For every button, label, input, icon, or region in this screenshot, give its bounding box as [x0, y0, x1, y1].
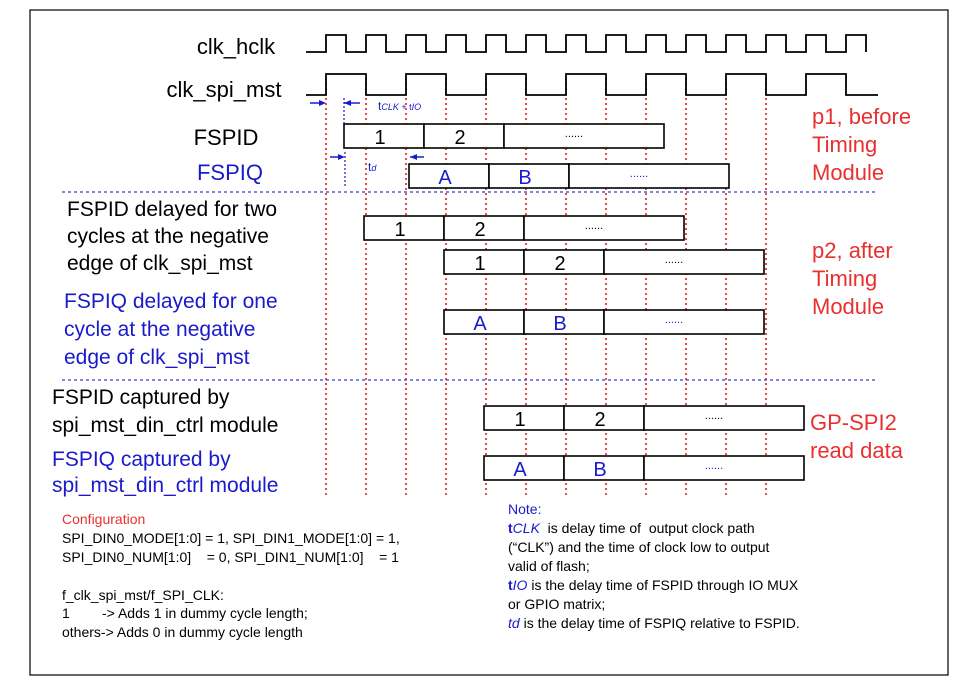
configuration-title: Configuration — [62, 511, 145, 527]
gpspi2-line-1: GP-SPI2 — [810, 410, 897, 435]
fspiq-label: FSPIQ — [197, 160, 263, 185]
data-cell-label: 2 — [454, 127, 465, 149]
data-cell — [408, 163, 490, 189]
data-cell — [483, 455, 565, 481]
gpspi2-section-label: GP-SPI2 read data — [810, 410, 904, 463]
data-cell-ellipsis: ...... — [665, 254, 683, 266]
data-cell — [563, 455, 645, 481]
td-annotation: td — [330, 152, 424, 186]
clk-hclk-waveform — [306, 34, 867, 53]
note-block: Note: tCLK is delay time of output clock… — [508, 501, 800, 631]
fspid-delayed-line-1: FSPID delayed for two — [67, 198, 277, 221]
section-separators — [62, 191, 878, 381]
fspiq-captured-row: A B...... — [483, 455, 805, 481]
fspiq-captured-label: FSPIQ captured by spi_mst_din_ctrl modul… — [52, 448, 278, 497]
fspid-delayed-label: FSPID delayed for two cycles at the nega… — [67, 198, 277, 275]
data-cell-label: A — [473, 313, 487, 335]
data-cell — [523, 309, 605, 335]
fspid-p1-row: 1 2...... — [343, 123, 665, 149]
p1-line-1: p1, before — [812, 104, 911, 129]
note-tclk-line-2: (“CLK”) and the time of clock low to out… — [508, 539, 770, 555]
p1-section-label: p1, before Timing Module — [812, 104, 911, 185]
p2-section-label: p2, after Timing Module — [812, 238, 893, 319]
data-cell — [603, 309, 765, 335]
fspid-delayed-row-2: 1 2...... — [443, 249, 765, 275]
data-cell-label: B — [593, 459, 606, 481]
configuration-line-1: SPI_DIN0_MODE[1:0] = 1, SPI_DIN1_MODE[1:… — [62, 530, 400, 546]
data-cell — [343, 123, 425, 149]
clk-spi-mst-waveform — [306, 73, 878, 96]
data-cell-ellipsis: ...... — [665, 314, 683, 326]
fspid-delayed-line-3: edge of clk_spi_mst — [67, 252, 253, 275]
data-cell — [568, 163, 730, 189]
fspid-captured-label: FSPID captured by spi_mst_din_ctrl modul… — [52, 386, 278, 437]
ratio-title: f_clk_spi_mst/f_SPI_CLK: — [62, 587, 224, 603]
fspid-delayed-line-2: cycles at the negative — [67, 225, 269, 248]
tclk-tio-text: tCLK + tIO — [378, 99, 421, 113]
data-cell — [643, 405, 805, 431]
data-cell — [503, 123, 665, 149]
data-cell — [603, 249, 765, 275]
fspid-label: FSPID — [194, 125, 259, 150]
fspiq-delayed-line-3: edge of clk_spi_mst — [64, 346, 250, 369]
configuration-line-2: SPI_DIN0_NUM[1:0] = 0, SPI_DIN1_NUM[1:0]… — [62, 549, 399, 565]
td-text: td — [368, 160, 377, 174]
data-cell-ellipsis: ...... — [565, 128, 583, 140]
note-tclk-line-3: valid of flash; — [508, 558, 590, 574]
note-title: Note: — [508, 501, 541, 517]
tclk-tio-annotation: tCLK + tIO — [310, 98, 421, 124]
configuration-block: Configuration SPI_DIN0_MODE[1:0] = 1, SP… — [62, 511, 400, 640]
ratio-others: others-> Adds 0 in dummy cycle length — [62, 624, 303, 640]
fspiq-captured-line-1: FSPIQ captured by — [52, 448, 231, 471]
data-cell-label: 1 — [474, 253, 485, 275]
data-cell — [483, 405, 565, 431]
data-cell-label: 1 — [394, 219, 405, 241]
ratio-1-value: -> Adds 1 in dummy cycle length; — [102, 605, 308, 621]
fspid-captured-line-1: FSPID captured by — [52, 386, 230, 409]
data-cell-ellipsis: ...... — [630, 168, 648, 180]
fspid-captured-line-2: spi_mst_din_ctrl module — [52, 414, 278, 437]
clk-spi-mst-label: clk_spi_mst — [167, 77, 282, 102]
data-cell-label: B — [518, 167, 531, 189]
note-tio-line-1: tIO is the delay time of FSPID through I… — [508, 577, 799, 593]
fspiq-delayed-row: A B...... — [443, 309, 765, 335]
data-cell-label: 2 — [474, 219, 485, 241]
p2-line-3: Module — [812, 294, 884, 319]
data-cell — [563, 405, 645, 431]
fspiq-delayed-line-2: cycle at the negative — [64, 318, 255, 341]
data-cell — [643, 455, 805, 481]
p2-line-1: p2, after — [812, 238, 893, 263]
note-tclk-line-1: tCLK is delay time of output clock path — [508, 520, 755, 536]
data-cell — [523, 215, 685, 241]
p2-line-2: Timing — [812, 266, 877, 291]
p1-line-3: Module — [812, 160, 884, 185]
fspiq-delayed-line-1: FSPIQ delayed for one — [64, 290, 278, 313]
data-cell-label: A — [438, 167, 452, 189]
data-cell-ellipsis: ...... — [705, 410, 723, 422]
data-cell-label: B — [553, 313, 566, 335]
data-cell — [443, 249, 525, 275]
data-bus-rows: 1 2...... A B...... 1 2...... 1 2...... A B......… — [343, 123, 805, 481]
fspiq-p1-row: A B...... — [408, 163, 730, 189]
fspid-delayed-row-1: 1 2...... — [363, 215, 685, 241]
fspid-captured-row: 1 2...... — [483, 405, 805, 431]
fspiq-captured-line-2: spi_mst_din_ctrl module — [52, 474, 278, 497]
note-td-line: td is the delay time of FSPIQ relative t… — [508, 615, 800, 631]
data-cell-label: A — [513, 459, 527, 481]
data-cell-ellipsis: ...... — [585, 220, 603, 232]
data-cell-label: 1 — [514, 409, 525, 431]
fspiq-delayed-label: FSPIQ delayed for one cycle at the negat… — [64, 290, 278, 369]
clk-hclk-label: clk_hclk — [197, 34, 276, 59]
data-cell-label: 2 — [554, 253, 565, 275]
p1-line-2: Timing — [812, 132, 877, 157]
note-tio-line-2: or GPIO matrix; — [508, 596, 605, 612]
data-cell-label: 2 — [594, 409, 605, 431]
gpspi2-line-2: read data — [810, 438, 904, 463]
diagram-border — [29, 9, 949, 676]
ratio-1-key: 1 — [62, 605, 70, 621]
data-cell-label: 1 — [374, 127, 385, 149]
data-cell-ellipsis: ...... — [705, 460, 723, 472]
